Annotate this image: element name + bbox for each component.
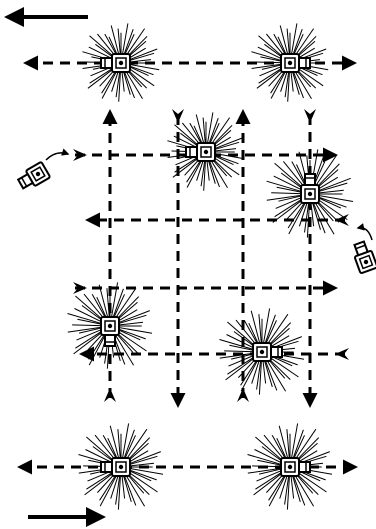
idle-camera-arrow-1 <box>46 153 68 160</box>
camera-icon-idle-2 <box>351 240 376 273</box>
flash-bursts <box>68 23 354 509</box>
dashed-paths <box>8 17 355 517</box>
fletch-row-5 <box>335 348 349 360</box>
cameras <box>16 54 376 476</box>
camera-icon-flashing-4 <box>301 174 319 203</box>
fletch-col-1 <box>104 388 116 402</box>
idle-camera-arrow-2 <box>358 228 372 240</box>
fletch-col-2 <box>172 109 184 123</box>
fletch-col-4 <box>304 109 316 123</box>
fletch-col-3 <box>237 388 249 402</box>
camera-icon-idle-1 <box>16 162 50 192</box>
